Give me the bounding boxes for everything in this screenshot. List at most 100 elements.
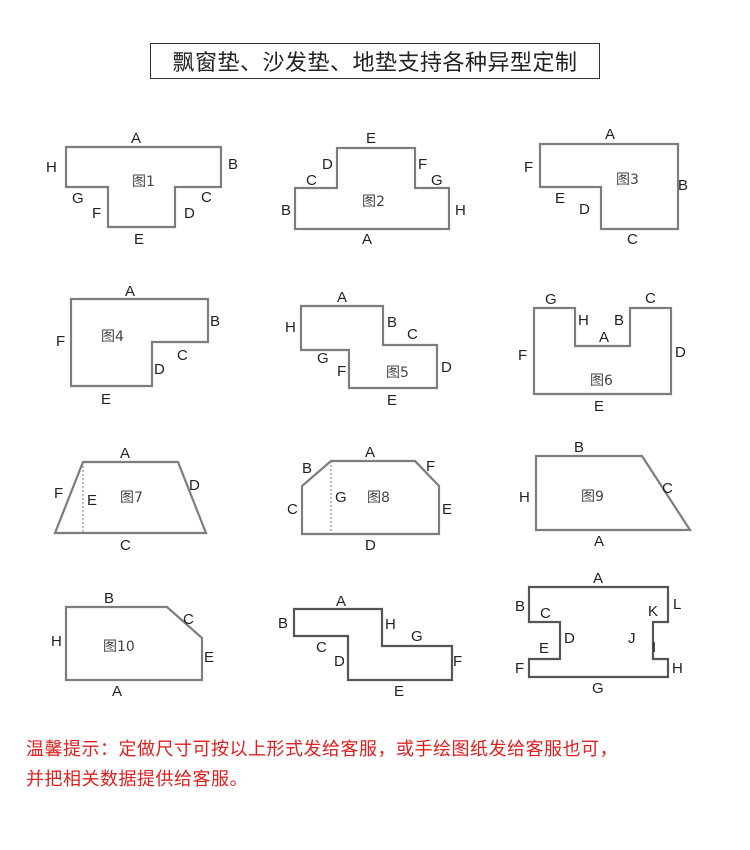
figure-6-label-a: A xyxy=(599,329,609,346)
figure-5-label-g: G xyxy=(317,350,329,367)
figure-9: 图9 A B C H xyxy=(519,439,693,550)
figure-6-name: 图6 xyxy=(590,373,613,389)
figure-2-label-f: F xyxy=(418,156,427,173)
figure-7-label-d: D xyxy=(189,477,200,494)
tip-note-line-1: 温馨提示：定做尺寸可按以上形式发给客服，或手绘图纸发给客服也可， xyxy=(26,739,618,760)
figure-2-label-e: E xyxy=(366,130,376,147)
figure-12-label-i: I xyxy=(652,639,656,656)
figure-11-label-b: B xyxy=(278,615,288,632)
figure-11: A B C D E F G H xyxy=(278,593,462,700)
figure-6: 图6 A B C D E F G H xyxy=(518,290,686,415)
figure-7-label-f: F xyxy=(54,485,63,502)
figure-8-label-g: G xyxy=(335,489,347,506)
figure-5-outline xyxy=(299,304,439,390)
figure-7-label-c: C xyxy=(120,537,131,554)
figure-10-label-h: H xyxy=(51,633,62,650)
figure-2: 图2 A B C D E F G H xyxy=(281,130,466,248)
figure-10-label-b: B xyxy=(104,590,114,607)
figure-9-name: 图9 xyxy=(581,489,604,505)
figure-9-outline xyxy=(534,454,693,532)
figure-6-label-c: C xyxy=(645,290,656,307)
figure-6-label-d: D xyxy=(675,344,686,361)
figure-2-outline xyxy=(293,146,451,231)
figure-2-label-c: C xyxy=(306,172,317,189)
figure-3-label-c: C xyxy=(627,231,638,248)
figure-3-label-e: E xyxy=(555,190,565,207)
figure-1-label-f: F xyxy=(92,205,101,222)
figure-1-outline xyxy=(64,145,223,229)
figure-12-label-k: K xyxy=(648,603,658,620)
figure-12-label-h: H xyxy=(672,660,683,677)
figure-6-label-h: H xyxy=(578,312,589,329)
figure-10-label-a: A xyxy=(112,683,122,700)
figure-10-name: 图10 xyxy=(103,639,135,655)
figure-4-label-f: F xyxy=(56,333,65,350)
figure-12-label-c: C xyxy=(540,605,551,622)
figure-6-label-g: G xyxy=(545,291,557,308)
figure-1-label-a: A xyxy=(131,130,141,147)
figure-2-label-g: G xyxy=(431,172,443,189)
figure-5-label-e: E xyxy=(387,392,397,409)
figure-1-label-b: B xyxy=(228,156,238,173)
figure-7: 图7 A C D E F xyxy=(53,445,208,554)
figure-6-label-e: E xyxy=(594,398,604,415)
figure-9-label-h: H xyxy=(519,489,530,506)
figure-3-label-d: D xyxy=(579,201,590,218)
figure-12-outline xyxy=(527,585,670,679)
figure-11-label-h: H xyxy=(385,616,396,633)
figure-1-label-h: H xyxy=(46,159,57,176)
figure-4: 图4 A B C D E F xyxy=(56,283,220,408)
figure-2-label-b: B xyxy=(281,202,291,219)
figure-6-label-f: F xyxy=(518,347,527,364)
figure-12-label-l: L xyxy=(673,596,681,613)
figure-4-name: 图4 xyxy=(101,329,124,345)
figure-2-label-d: D xyxy=(322,156,333,173)
figure-1: 图1 A B C D E F G H xyxy=(46,130,238,248)
figure-12: A B C D E F G H I J K L xyxy=(515,570,683,697)
figure-4-label-e: E xyxy=(101,391,111,408)
figure-4-label-c: C xyxy=(177,347,188,364)
figure-12-label-g: G xyxy=(592,680,604,697)
figure-11-label-c: C xyxy=(316,639,327,656)
figure-4-label-a: A xyxy=(125,283,135,300)
figure-2-label-a: A xyxy=(362,231,372,248)
figure-12-label-f: F xyxy=(515,660,524,677)
figure-6-label-b: B xyxy=(614,312,624,329)
figure-12-label-e: E xyxy=(539,640,549,657)
figure-11-label-a: A xyxy=(336,593,346,610)
figure-11-label-g: G xyxy=(411,628,423,645)
figure-1-label-c: C xyxy=(201,189,212,206)
figure-3-label-a: A xyxy=(605,126,615,143)
figure-11-outline xyxy=(292,607,454,682)
figure-8-label-f: F xyxy=(426,458,435,475)
figure-8-outline xyxy=(300,459,441,536)
figure-10: 图10 A B C E H xyxy=(51,590,214,700)
figure-8: 图8 A B C D E F G xyxy=(287,444,452,554)
figure-12-label-d: D xyxy=(564,630,575,647)
figure-3-name: 图3 xyxy=(616,172,639,188)
figure-9-label-b: B xyxy=(574,439,584,456)
figure-3-label-f: F xyxy=(524,159,533,176)
figure-4-outline xyxy=(69,297,210,388)
figure-8-label-e: E xyxy=(442,501,452,518)
figure-5-label-b: B xyxy=(387,314,397,331)
figure-7-name: 图7 xyxy=(120,490,143,506)
figure-8-label-d: D xyxy=(365,537,376,554)
figure-4-label-b: B xyxy=(210,313,220,330)
page-title: 飘窗垫、沙发垫、地垫支持各种异型定制 xyxy=(150,43,600,79)
figure-2-label-h: H xyxy=(455,202,466,219)
figure-11-label-f: F xyxy=(453,653,462,670)
figure-7-label-a: A xyxy=(120,445,130,462)
figure-12-label-a: A xyxy=(593,570,603,587)
figure-5-name: 图5 xyxy=(386,365,409,381)
figure-8-label-b: B xyxy=(302,460,312,477)
figure-9-label-c: C xyxy=(662,480,673,497)
figure-1-label-g: G xyxy=(72,190,84,207)
figure-5-label-d: D xyxy=(441,359,452,376)
tip-note-line-2: 并把相关数据提供给客服。 xyxy=(26,769,248,790)
figure-8-label-c: C xyxy=(287,501,298,518)
figure-11-label-d: D xyxy=(334,653,345,670)
figure-3-label-b: B xyxy=(678,177,688,194)
figure-8-name: 图8 xyxy=(367,490,390,506)
